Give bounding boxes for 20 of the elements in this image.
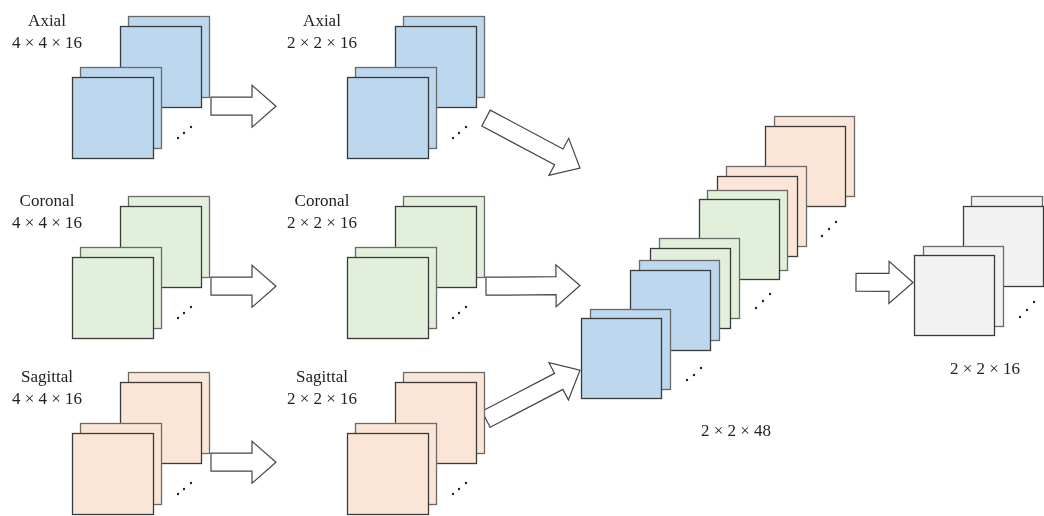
dimension-label: 4 × 4 × 16 (10, 388, 84, 410)
view-name-label: Sagittal (20, 366, 74, 388)
dimension-label: 2 × 2 × 16 (285, 32, 359, 54)
dimension-label: 2 × 2 × 16 (285, 388, 359, 410)
block-arrow (480, 109, 581, 177)
block-arrow (210, 263, 277, 309)
block-arrow (485, 263, 581, 308)
dimension-label: 4 × 4 × 16 (10, 212, 84, 234)
view-name-label: Sagittal (295, 366, 349, 388)
dimension-label: 2 × 2 × 16 (285, 212, 359, 234)
dimension-label: 4 × 4 × 16 (10, 32, 84, 54)
view-name-label: Axial (302, 10, 342, 32)
view-name-label: Coronal (293, 190, 351, 212)
block-arrow (210, 439, 277, 485)
dimension-label: 2 × 2 × 16 (948, 358, 1022, 380)
view-name-label: Coronal (18, 190, 76, 212)
block-arrow (855, 260, 914, 305)
dimension-label: 2 × 2 × 48 (699, 420, 773, 442)
view-name-label: Axial (27, 10, 67, 32)
block-arrow (210, 83, 277, 129)
